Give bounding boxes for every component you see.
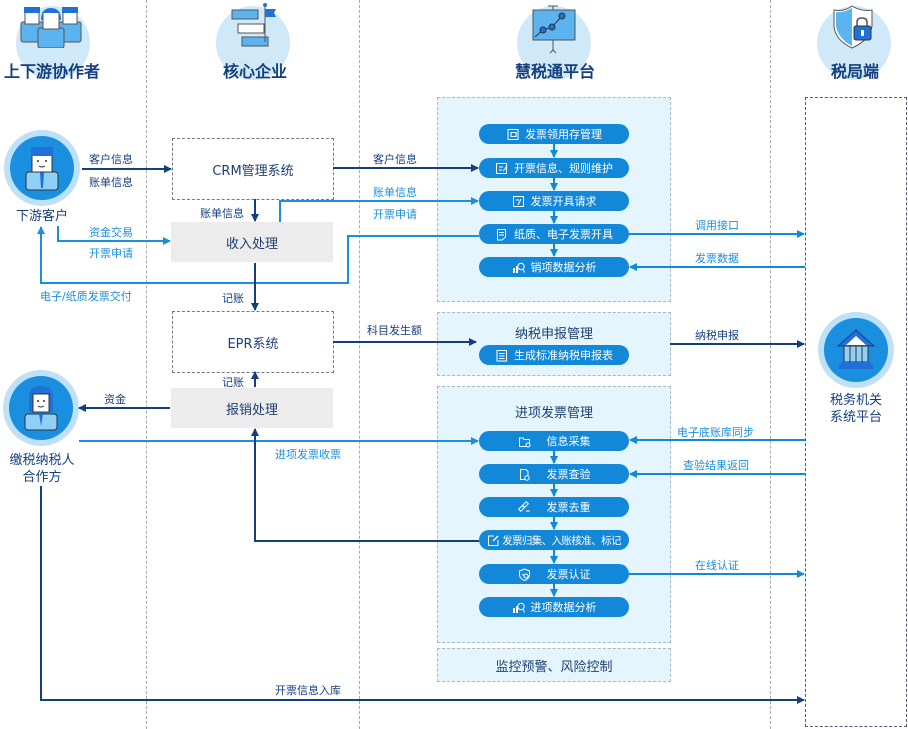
pill-info-collect[interactable]: 信息采集 (479, 431, 629, 451)
flow-label: 资金 (104, 393, 126, 406)
reimbursement-processing-label: 报销处理 (225, 402, 278, 418)
lane-divider (770, 0, 771, 729)
flow-label: 电子底账库同步 (677, 426, 754, 439)
flow-label: 记账 (222, 292, 244, 305)
analytics-icon (512, 601, 525, 614)
upstream-partner-label-1: 缴税纳税人 (9, 453, 75, 468)
edit-mark-icon (487, 534, 500, 547)
flow-label: 电子/纸质发票交付 (40, 290, 132, 303)
presentation-chart-icon (530, 4, 578, 54)
platform-lane-title: 慧税通平台 (514, 62, 595, 81)
folder-check-icon (518, 435, 531, 448)
flag-boxes-icon (228, 2, 278, 48)
tax-bureau-avatar (818, 312, 894, 388)
flow-label: 进项发票收票 (275, 448, 341, 461)
tax-bureau-label-2: 系统平台 (829, 410, 882, 425)
lane-divider (359, 0, 360, 729)
arrow-income-to-request (279, 197, 479, 222)
pill-label: 进项数据分析 (530, 601, 597, 614)
monitoring-label: 监控预警、风险控制 (495, 659, 613, 675)
pill-label: 开票信息、规则维护 (514, 162, 613, 175)
arrow-customer-to-income (57, 226, 171, 245)
arrow-partner-to-tax-store (40, 486, 805, 704)
flow-label: 查验结果返回 (683, 459, 749, 472)
flow-label: 在线认证 (695, 559, 739, 572)
flow-label: 客户信息 (373, 153, 417, 166)
flow-label: 开票申请 (373, 208, 417, 221)
pill-input-analysis[interactable]: 进项数据分析 (479, 597, 629, 617)
flow-label: 资金交易 (89, 226, 133, 239)
report-list-icon (495, 349, 508, 362)
pill-invoice-issue[interactable]: 纸质、电子发票开具 (479, 224, 629, 244)
upstream-partner-avatar (3, 370, 79, 446)
tax-declaration-panel: 纳税申报管理 (437, 312, 671, 376)
invoice-stock-icon (506, 128, 519, 141)
pill-invoice-collect-mark[interactable]: 发票归集、入账核准、标记 (479, 530, 629, 550)
shield-lock-icon (832, 4, 876, 50)
pill-invoice-auth[interactable]: 发票认证 (479, 564, 629, 584)
partners-lane-title: 上下游协作者 (3, 62, 100, 81)
downstream-customer-avatar (4, 130, 80, 206)
flow-label: 开票信息入库 (275, 684, 341, 697)
flow-label: 客户信息 (89, 153, 133, 166)
income-processing-box[interactable]: 收入处理 (171, 222, 333, 262)
edit-rules-icon (495, 162, 508, 175)
pill-label: 信息采集 (546, 435, 591, 448)
pill-label: 发票认证 (546, 568, 591, 581)
flow-label: 开票申请 (89, 247, 133, 260)
male-avatar-icon (25, 147, 59, 191)
tax-declaration-title: 纳税申报管理 (514, 327, 593, 342)
female-avatar-icon (24, 386, 58, 431)
flow-label: 调用接口 (695, 219, 739, 232)
pill-invoice-request[interactable]: 发票开具请求 (479, 191, 629, 211)
flow-label: 发票数据 (695, 252, 739, 265)
pill-label: 生成标准纳税申报表 (514, 349, 613, 362)
government-building-icon (836, 329, 876, 369)
flow-label: 记账 (222, 376, 244, 389)
request-form-icon (512, 195, 525, 208)
income-processing-label: 收入处理 (225, 236, 278, 252)
input-invoice-title: 进项发票管理 (514, 406, 593, 421)
people-group-icon (16, 4, 86, 49)
shield-verify-icon (518, 567, 531, 581)
invoice-doc-icon (495, 228, 508, 241)
pill-invoice-dedupe[interactable]: 发票去重 (479, 497, 629, 517)
pill-label: 发票归集、入账核准、标记 (502, 534, 621, 547)
pill-label: 销项数据分析 (530, 261, 597, 274)
lane-divider (146, 0, 147, 729)
flow-label: 账单信息 (89, 176, 133, 189)
upstream-partner-label-2: 合作方 (22, 470, 62, 485)
pill-invoice-rules[interactable]: 开票信息、规则维护 (479, 158, 629, 178)
monitoring-panel[interactable]: 监控预警、风险控制 (437, 648, 671, 682)
doc-inspect-icon (518, 468, 531, 481)
pill-sales-analysis[interactable]: 销项数据分析 (479, 257, 629, 277)
flow-label: 科目发生额 (367, 324, 422, 337)
pill-invoice-stock[interactable]: 发票领用存管理 (479, 124, 629, 144)
tax-bureau-container (805, 97, 907, 727)
pill-generate-declaration[interactable]: 生成标准纳税申报表 (479, 345, 629, 365)
pill-label: 发票查验 (546, 468, 591, 481)
arrow-delivery-to-customer (37, 226, 479, 284)
tax-lane-title: 税局端 (830, 62, 879, 81)
pill-label: 发票去重 (546, 501, 591, 514)
crm-system-label: CRM管理系统 (212, 163, 294, 179)
analytics-icon (512, 261, 525, 274)
tax-bureau-label-1: 税务机关 (829, 393, 882, 408)
pill-label: 发票领用存管理 (525, 128, 602, 141)
arrow-collect-to-reimburse (251, 428, 479, 542)
flow-label: 纳税申报 (695, 329, 739, 342)
pill-label: 发票开具请求 (530, 195, 597, 208)
core-lane-title: 核心企业 (222, 62, 287, 81)
reimbursement-processing-box[interactable]: 报销处理 (171, 388, 333, 428)
downstream-customer-label: 下游客户 (15, 209, 68, 224)
flow-label: 账单信息 (373, 186, 417, 199)
pill-invoice-inspect[interactable]: 发票查验 (479, 464, 629, 484)
link-dedupe-icon (517, 500, 531, 514)
flow-label: 账单信息 (200, 207, 244, 220)
pill-label: 纸质、电子发票开具 (514, 228, 613, 241)
erp-system-label: EPR系统 (227, 336, 279, 352)
